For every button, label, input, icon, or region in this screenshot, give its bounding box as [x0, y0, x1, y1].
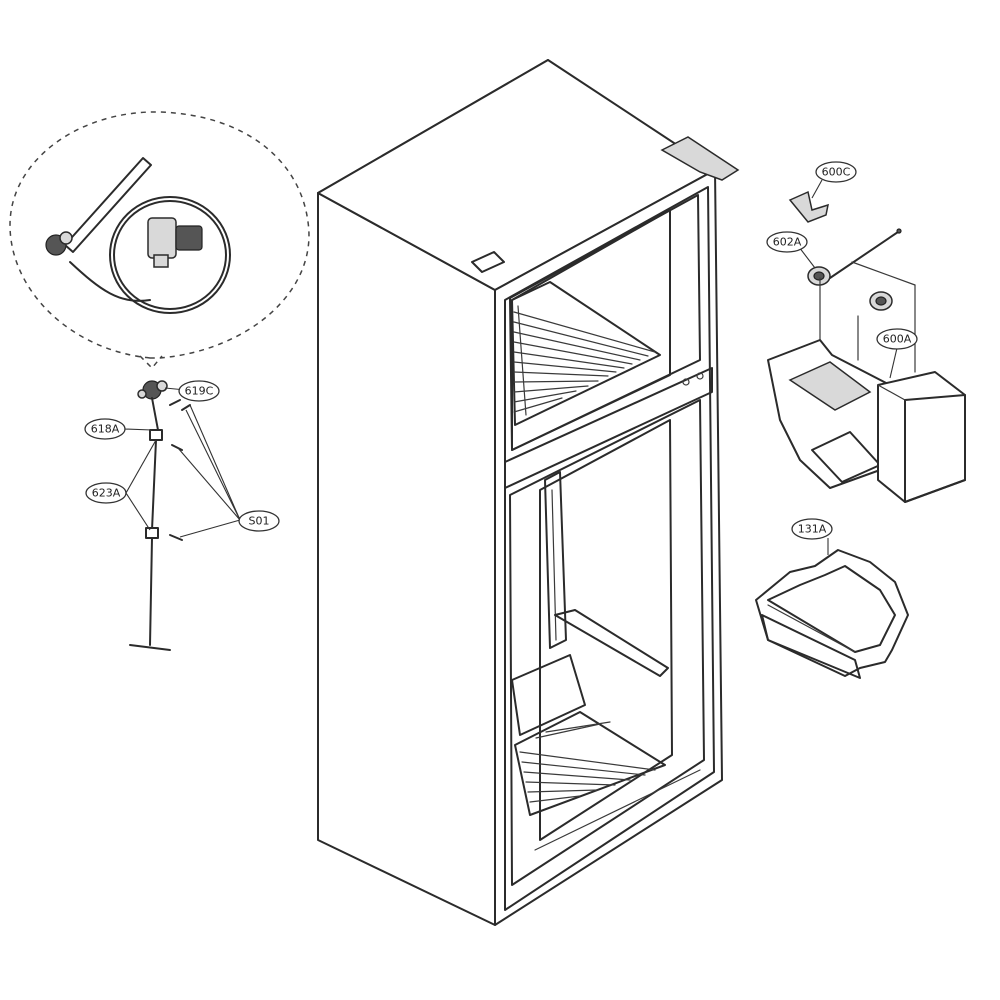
- callout-602A: 602A: [766, 231, 816, 269]
- top-panel-button: [471, 251, 505, 273]
- callout-label: 600A: [883, 333, 912, 346]
- callout-619C: 619C: [178, 380, 220, 402]
- grommet-icon: [807, 266, 831, 286]
- callout-623A: 623A: [85, 482, 127, 504]
- freezer-wire-shelf: [511, 281, 661, 426]
- water-valve-icon: [147, 217, 203, 268]
- fresh-food-wire-shelf: [514, 711, 666, 816]
- callout-S01: S01: [238, 510, 280, 532]
- water-valve-detail: [9, 111, 310, 370]
- callout-label: 602A: [773, 236, 802, 249]
- screw-icon: [169, 399, 191, 541]
- callout-label: 619C: [185, 385, 214, 398]
- ice-maker-assembly: [767, 190, 966, 503]
- freezer-compartment: [504, 194, 713, 489]
- grommet-icon-2: [869, 291, 893, 311]
- valve-fitting-icon: [137, 380, 168, 400]
- callout-label: 618A: [91, 423, 120, 436]
- fitting-icon: [45, 231, 73, 256]
- clip-icon: [788, 190, 829, 223]
- callout-600A: 600A: [876, 328, 918, 379]
- top-hinge: [660, 136, 740, 181]
- callout-131A: 131A: [791, 518, 833, 555]
- callout-label: S01: [249, 515, 270, 528]
- callout-label: 600C: [822, 166, 851, 179]
- fill-tube-assembly: [123, 380, 241, 651]
- refrigerator-cabinet: [317, 59, 740, 926]
- callout-label: 623A: [92, 487, 121, 500]
- ice-bin: [755, 549, 909, 679]
- callout-label: 131A: [798, 523, 827, 536]
- fresh-food-compartment: [509, 399, 705, 886]
- callout-600C: 600C: [811, 161, 857, 199]
- callout-618A: 618A: [84, 418, 126, 440]
